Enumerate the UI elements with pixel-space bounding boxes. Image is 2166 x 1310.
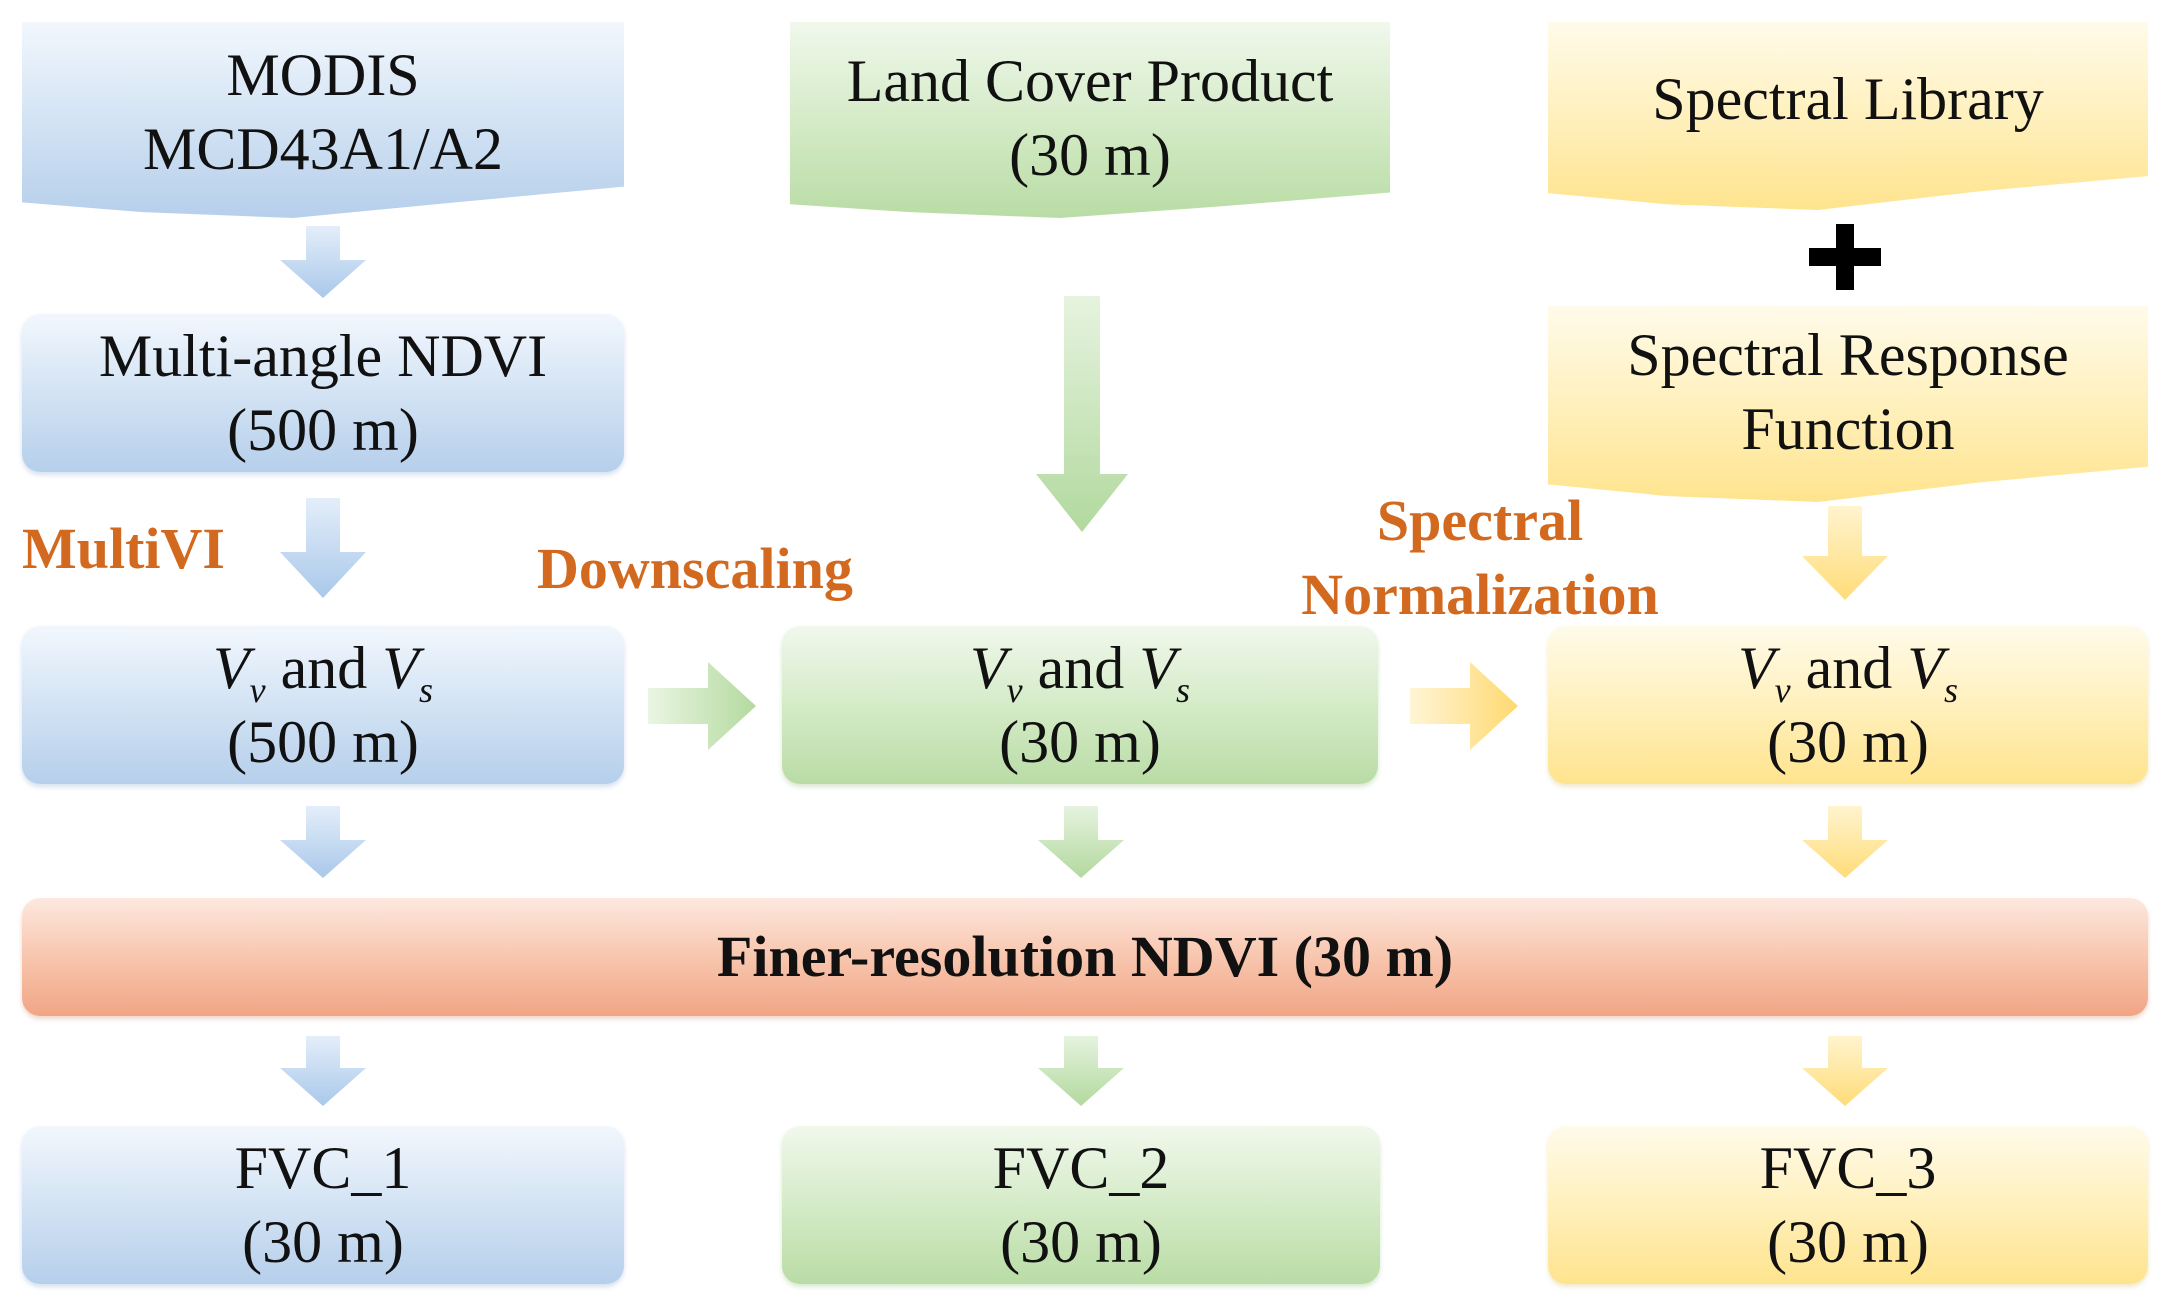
right-arrow-icon <box>1410 662 1518 750</box>
fvc-output-resolution: (30 m) <box>242 1209 404 1275</box>
down-arrow-icon <box>280 226 366 298</box>
fvc-output-box: FVC_2 (30 m) <box>782 1126 1380 1284</box>
down-arrow-icon <box>280 1036 366 1106</box>
vv-vs-resolution: (30 m) <box>999 709 1161 775</box>
plus-icon <box>1809 224 1881 290</box>
fvc-output-box: FVC_1 (30 m) <box>22 1126 624 1284</box>
multi-angle-ndvi-resolution: (500 m) <box>227 397 419 463</box>
down-arrow-icon <box>1802 506 1888 600</box>
land-cover-title: Land Cover Product <box>846 48 1334 114</box>
down-arrow-icon <box>1802 806 1888 878</box>
spectral-label-line2: Normalization <box>1301 562 1659 627</box>
fvc-output-name: FVC_2 <box>992 1135 1170 1201</box>
spectral-library-box: Spectral Library <box>1548 22 2148 210</box>
spectral-normalization-label: Spectral Normalization <box>1270 484 1690 632</box>
land-cover-source-box: Land Cover Product (30 m) <box>790 22 1390 218</box>
spectral-response-box: Spectral Response Function <box>1548 306 2148 502</box>
vv-vs-resolution: (500 m) <box>227 709 419 775</box>
down-arrow-icon <box>1038 1036 1124 1106</box>
down-arrow-icon <box>1038 806 1124 878</box>
fvc-output-box: FVC_3 (30 m) <box>1548 1126 2148 1284</box>
spectral-response-line2: Function <box>1741 396 1955 462</box>
multi-angle-ndvi-title: Multi-angle NDVI <box>98 323 548 389</box>
modis-product: MCD43A1/A2 <box>142 116 504 182</box>
vv-vs-label: Vv and Vs <box>1738 635 1958 710</box>
fvc-output-name: FVC_1 <box>234 1135 412 1201</box>
finer-resolution-ndvi-label: Finer-resolution NDVI (30 m) <box>716 924 1454 989</box>
spectral-library-title: Spectral Library <box>1652 66 2044 132</box>
fvc-output-resolution: (30 m) <box>1000 1209 1162 1275</box>
right-arrow-icon <box>648 662 756 750</box>
multivi-label: MultiVI <box>22 516 225 581</box>
modis-title: MODIS <box>226 42 420 108</box>
fvc-output-name: FVC_3 <box>1759 1135 1937 1201</box>
down-arrow-icon <box>280 806 366 878</box>
modis-source-box: MODIS MCD43A1/A2 <box>22 22 624 218</box>
multi-angle-ndvi-box: Multi-angle NDVI (500 m) <box>22 314 624 472</box>
vv-vs-label: Vv and Vs <box>213 635 433 710</box>
spectral-response-line1: Spectral Response <box>1627 322 2069 388</box>
spectral-label-line1: Spectral <box>1376 488 1584 553</box>
down-arrow-icon <box>1036 296 1128 532</box>
down-arrow-icon <box>280 498 366 598</box>
vv-vs-30m-downscaled-box: Vv and Vs (30 m) <box>782 626 1378 784</box>
vv-vs-30m-normalized-box: Vv and Vs (30 m) <box>1548 626 2148 784</box>
downscaling-label: Downscaling <box>537 536 853 601</box>
vv-vs-label: Vv and Vs <box>970 635 1190 710</box>
vv-vs-resolution: (30 m) <box>1767 709 1929 775</box>
land-cover-resolution: (30 m) <box>1009 122 1171 188</box>
finer-resolution-ndvi-box: Finer-resolution NDVI (30 m) <box>22 898 2148 1016</box>
down-arrow-icon <box>1802 1036 1888 1106</box>
fvc-output-resolution: (30 m) <box>1767 1209 1929 1275</box>
vv-vs-500m-box: Vv and Vs (500 m) <box>22 626 624 784</box>
